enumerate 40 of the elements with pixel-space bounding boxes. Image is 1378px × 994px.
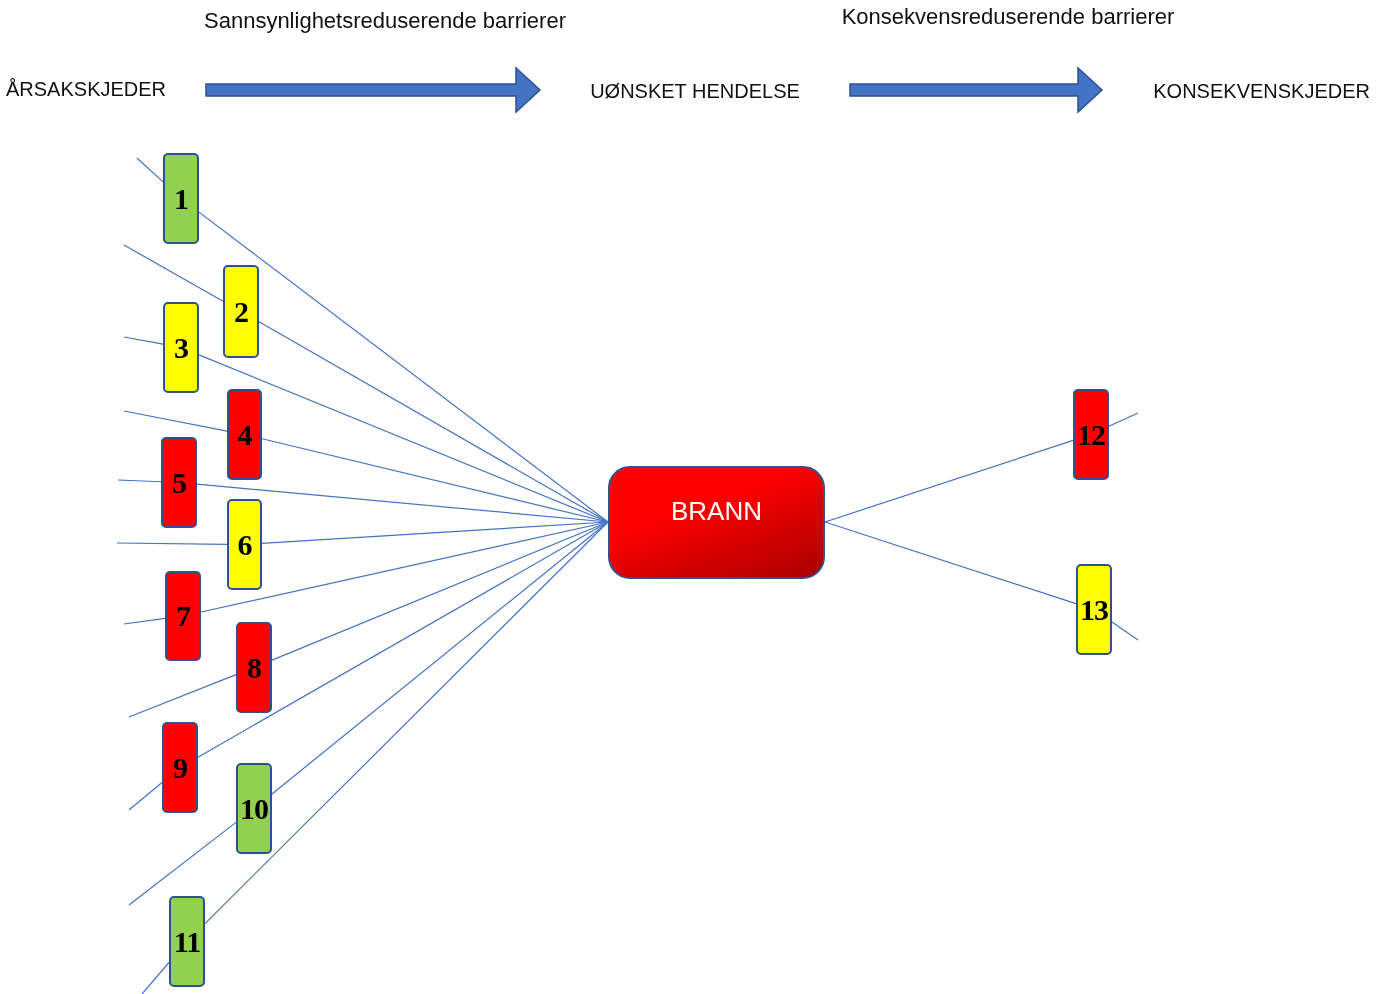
connector-line [141, 961, 170, 994]
block-arrow [205, 66, 542, 114]
connector-line [258, 321, 609, 523]
connector-line [271, 521, 609, 795]
barrier-box: 6 [227, 499, 262, 590]
barrier-box: 5 [161, 437, 197, 528]
connector-line [128, 674, 237, 718]
block-arrow [849, 66, 1104, 114]
connector-line [123, 336, 164, 345]
connector-line [123, 244, 224, 302]
connector-line [123, 410, 228, 432]
barrier-box: 7 [165, 571, 201, 661]
barrier-box: 1 [163, 153, 199, 244]
stage-label: ÅRSAKSKJEDER [6, 77, 167, 101]
barrier-box: 3 [163, 302, 199, 393]
connector-line [204, 521, 609, 925]
connector-line [198, 211, 609, 523]
stage-label: KONSEKVENSKJEDER [1153, 79, 1370, 103]
barrier-box: 12 [1073, 389, 1109, 480]
connector-line [116, 542, 228, 545]
connector-line [128, 781, 163, 811]
connector-line [128, 821, 237, 906]
section-heading: Konsekvensreduserende barrierer [841, 4, 1175, 30]
barrier-box: 10 [236, 763, 272, 854]
barrier-box: 8 [236, 622, 272, 713]
connector-line [117, 479, 162, 483]
barrier-box: 9 [162, 722, 198, 813]
connector-line [824, 439, 1074, 523]
stage-label: UØNSKET HENDELSE [590, 79, 800, 103]
barrier-box: 4 [227, 389, 262, 480]
connector-line [824, 521, 1077, 605]
connector-line [1111, 621, 1139, 641]
section-heading: Sannsynlighetsreduserende barrierer [204, 8, 566, 34]
event-box: BRANN [608, 466, 825, 579]
connector-line [123, 617, 166, 625]
connector-line [1108, 412, 1139, 427]
barrier-box: 11 [169, 896, 205, 987]
barrier-box: 13 [1076, 564, 1112, 655]
connector-line [136, 157, 164, 183]
barrier-box: 2 [223, 265, 259, 358]
